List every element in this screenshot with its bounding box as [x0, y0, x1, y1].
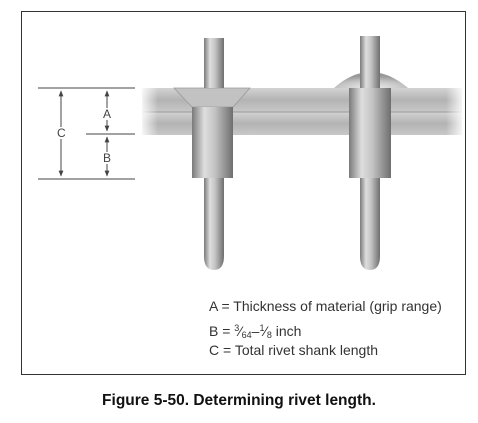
dimension-label-a: A — [102, 107, 113, 121]
countersunk-rivet-shank — [192, 107, 233, 178]
legend-b: B = 3⁄64–1⁄8 inch — [209, 323, 302, 340]
universal-rivet-shank — [349, 88, 391, 178]
universal-rivet-stem — [360, 36, 380, 88]
figure-caption: Figure 5-50. Determining rivet length. — [102, 392, 376, 409]
universal-rivet-tail — [360, 178, 380, 270]
dimension-lines — [38, 87, 135, 180]
rivet-diagram — [38, 36, 462, 270]
countersunk-rivet-stem — [204, 38, 224, 88]
countersunk-rivet-tail — [204, 178, 224, 270]
figure-frame: A B C A = Thickness of material (grip ra… — [21, 11, 466, 375]
legend-a: A = Thickness of material (grip range) — [209, 298, 442, 314]
dimension-label-c: C — [56, 126, 67, 140]
legend-c: C = Total rivet shank length — [209, 342, 379, 358]
dimension-label-b: B — [102, 151, 113, 165]
